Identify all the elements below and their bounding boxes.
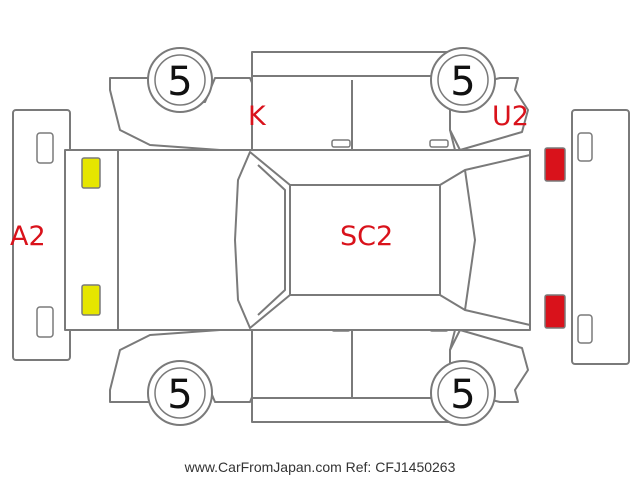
tire-rear-right-value: 5 — [450, 372, 475, 418]
right-side-panel — [109, 323, 529, 423]
rear-bumper — [571, 109, 630, 365]
tire-rear-right: 5 — [430, 360, 496, 426]
tire-front-left-value: 5 — [167, 59, 192, 105]
tire-front-right: 5 — [147, 360, 213, 426]
front-right-lamp-marker — [81, 284, 101, 316]
damage-code-front-bumper: A2 — [10, 221, 46, 252]
damage-code-roof: SC2 — [340, 221, 393, 252]
left-side-panel — [109, 51, 529, 151]
top-view-body — [64, 149, 531, 331]
tire-rear-left-value: 5 — [450, 59, 475, 105]
tire-front-right-value: 5 — [167, 372, 192, 418]
rear-right-lamp-marker — [544, 294, 566, 329]
damage-code-rear-pillar: U2 — [492, 101, 529, 132]
tire-front-left: 5 — [147, 47, 213, 113]
front-left-lamp-marker — [81, 157, 101, 189]
rear-left-lamp-marker — [544, 147, 566, 182]
tire-rear-left: 5 — [430, 47, 496, 113]
damage-code-left-pillar: K — [248, 101, 267, 132]
reference-footer: www.CarFromJapan.com Ref: CFJ1450263 — [184, 459, 456, 475]
